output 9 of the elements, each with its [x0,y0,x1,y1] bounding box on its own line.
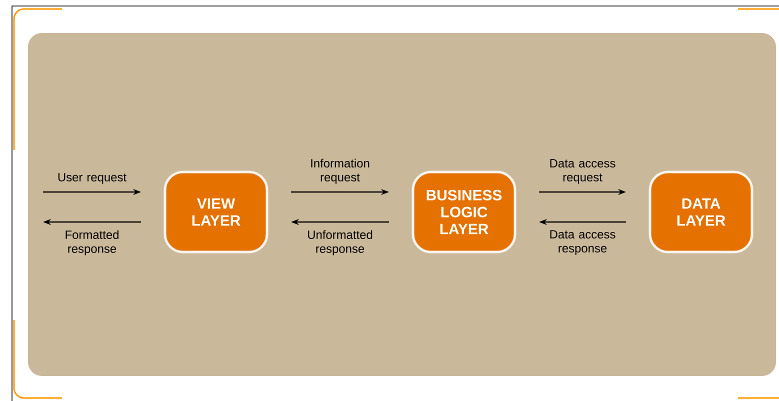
edge-label: Unformatted response [308,230,372,256]
edge-label: User request [58,173,126,184]
layer-box: DATA LAYER [648,170,754,254]
layer-box: VIEW LAYER [164,170,268,254]
edge-label: Data access request [550,159,616,184]
layer-box: BUSINESS LOGIC LAYER [412,170,516,254]
edge-label: Formatted response [66,230,118,256]
edge-label: Information request [311,158,370,184]
edge-label: Data access response [550,230,616,255]
